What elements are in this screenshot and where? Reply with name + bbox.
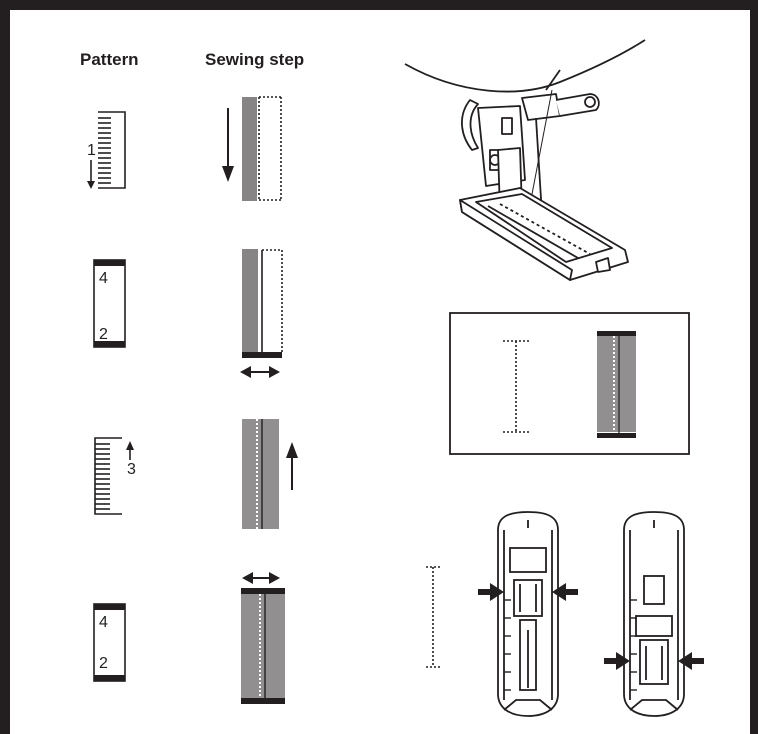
pattern-4-icon — [93, 603, 126, 682]
pattern-3-number: 3 — [127, 461, 136, 478]
sewing-step-1 — [222, 96, 282, 201]
foot-view-start — [497, 511, 559, 717]
sewing-step-4 — [241, 572, 285, 704]
pattern-2-bottom-number: 2 — [99, 326, 108, 343]
pattern-3-icon — [94, 437, 134, 515]
pattern-2-top-number: 4 — [99, 270, 108, 287]
sewing-step-3 — [242, 419, 298, 529]
sewing-step-column-header: Sewing step — [205, 50, 305, 69]
pattern-1-icon — [87, 111, 126, 189]
buttonhole-foot-illustration — [404, 39, 646, 281]
pattern-column-header: Pattern — [80, 50, 139, 69]
pattern-1-number: 1 — [87, 142, 96, 159]
sewing-step-2 — [240, 249, 283, 378]
length-guide-mark — [426, 566, 441, 668]
foot-start-arrows — [478, 583, 578, 601]
pattern-4-bottom-number: 2 — [99, 655, 108, 672]
pattern-2-icon — [93, 259, 126, 348]
foot-view-end — [623, 511, 685, 717]
finished-buttonhole-detail — [449, 312, 690, 455]
pattern-4-top-number: 4 — [99, 614, 108, 631]
foot-end-arrows — [604, 652, 704, 670]
